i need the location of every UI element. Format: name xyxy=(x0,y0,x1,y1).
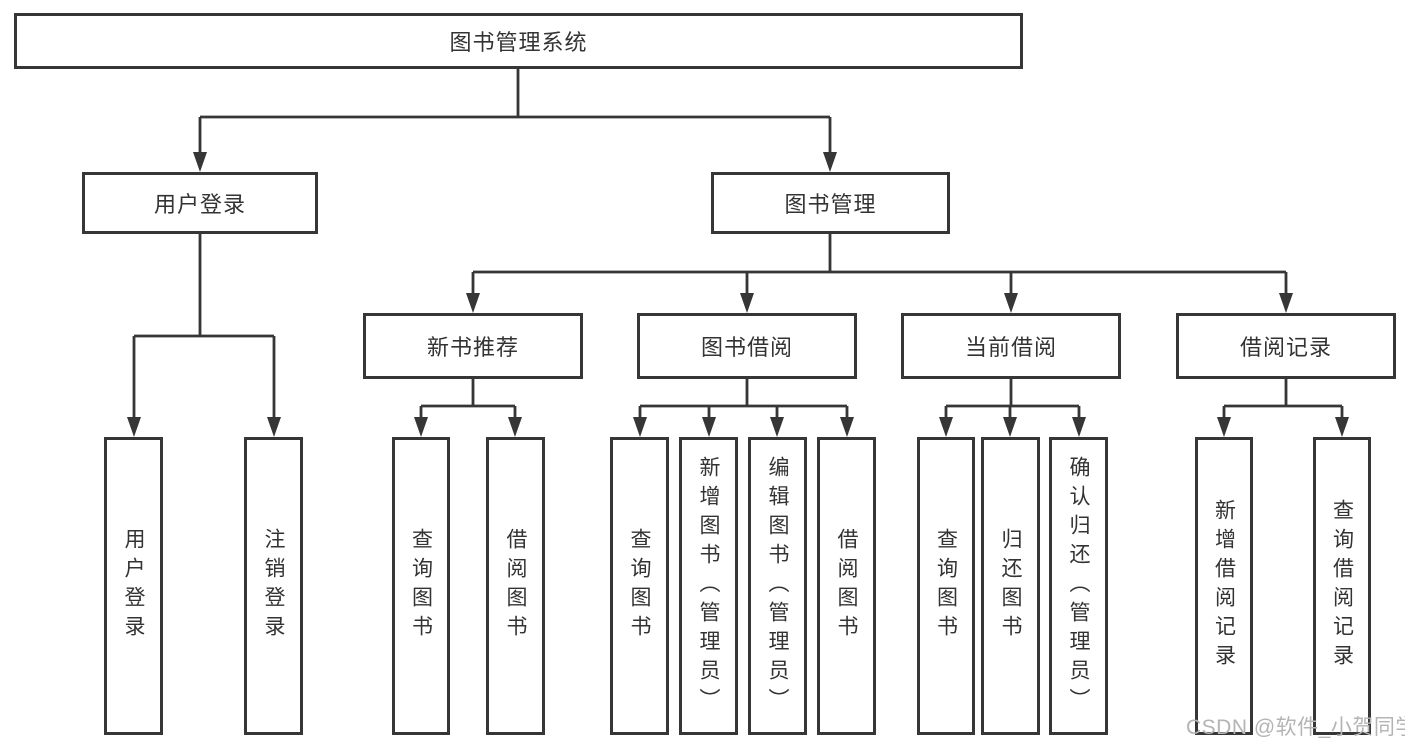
leaf-logout: 注销登录 xyxy=(244,437,303,735)
node-current-borrow-label: 当前借阅 xyxy=(964,335,1057,360)
leaf-query-books-1: 查询图书 xyxy=(392,437,450,735)
leaf-query-borrow-record-label: 查询借阅记录 xyxy=(1330,499,1354,673)
leaf-query-books-1-label: 查询图书 xyxy=(409,528,433,644)
leaf-query-books-3: 查询图书 xyxy=(917,437,975,735)
node-current-borrow: 当前借阅 xyxy=(901,313,1121,379)
node-book-management: 图书管理 xyxy=(711,172,950,234)
node-borrow-records-label: 借阅记录 xyxy=(1239,335,1332,360)
node-borrow-records: 借阅记录 xyxy=(1176,313,1396,379)
leaf-borrow-books-1-label: 借阅图书 xyxy=(504,528,527,644)
leaf-confirm-return-admin-label: 确认归还（管理员） xyxy=(1067,455,1090,717)
leaf-return-books: 归还图书 xyxy=(981,437,1040,735)
leaf-borrow-books-1: 借阅图书 xyxy=(486,437,545,735)
node-new-book-recommend-label: 新书推荐 xyxy=(426,335,519,360)
node-root: 图书管理系统 xyxy=(14,13,1023,69)
leaf-add-borrow-record-label: 新增借阅记录 xyxy=(1212,499,1236,673)
leaf-add-books-admin-label: 新增图书（管理员） xyxy=(697,455,720,717)
node-book-management-label: 图书管理 xyxy=(784,192,877,217)
leaf-edit-books-admin: 编辑图书（管理员） xyxy=(748,437,807,735)
node-book-borrow: 图书借阅 xyxy=(637,313,857,379)
csdn-watermark: CSDN @软件_小贺同学 xyxy=(1186,716,1405,739)
leaf-edit-books-admin-label: 编辑图书（管理员） xyxy=(766,455,789,717)
leaf-query-books-2: 查询图书 xyxy=(610,437,669,735)
node-user-login: 用户登录 xyxy=(82,172,318,234)
leaf-logout-label: 注销登录 xyxy=(262,528,285,644)
leaf-return-books-label: 归还图书 xyxy=(999,528,1022,644)
leaf-borrow-books-2-label: 借阅图书 xyxy=(835,528,858,644)
node-new-book-recommend: 新书推荐 xyxy=(363,313,583,379)
node-user-login-label: 用户登录 xyxy=(153,192,246,217)
leaf-add-borrow-record: 新增借阅记录 xyxy=(1195,437,1253,735)
leaf-borrow-books-2: 借阅图书 xyxy=(817,437,876,735)
leaf-query-borrow-record: 查询借阅记录 xyxy=(1313,437,1371,735)
leaf-query-books-3-label: 查询图书 xyxy=(934,528,958,644)
node-book-borrow-label: 图书借阅 xyxy=(700,335,793,360)
leaf-user-login: 用户登录 xyxy=(104,437,163,735)
leaf-confirm-return-admin: 确认归还（管理员） xyxy=(1049,437,1108,735)
leaf-add-books-admin: 新增图书（管理员） xyxy=(679,437,738,735)
leaf-query-books-2-label: 查询图书 xyxy=(628,528,651,644)
leaf-user-login-label: 用户登录 xyxy=(122,528,145,644)
node-root-label: 图书管理系统 xyxy=(449,30,588,55)
